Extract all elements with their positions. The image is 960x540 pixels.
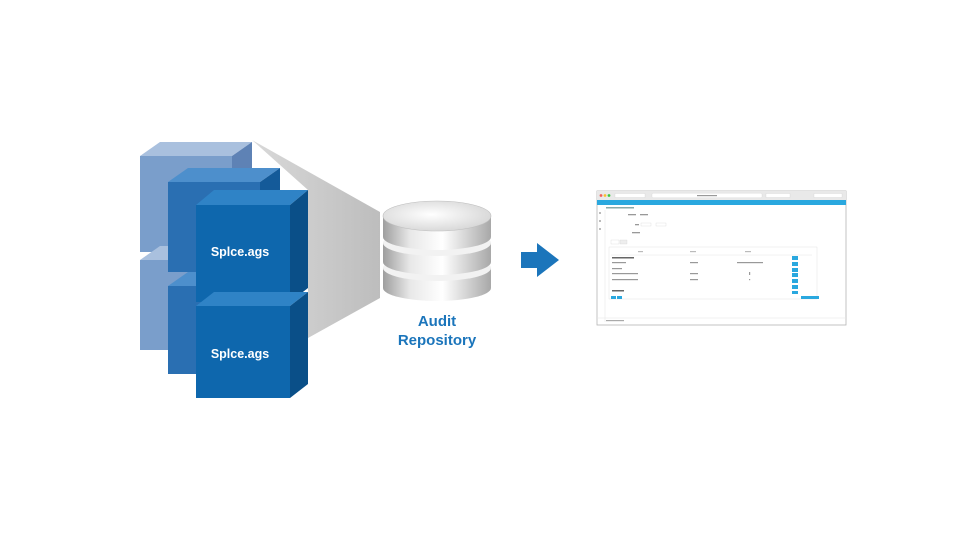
front-cube-top: Splce.ags: [196, 190, 308, 302]
projection-beam: [252, 140, 380, 338]
browser-screenshot: [596, 190, 847, 326]
front-cube-bottom: Splce.ags: [196, 292, 308, 398]
cube-top-label: Splce.ags: [211, 245, 269, 259]
database-icon: [382, 200, 492, 301]
cube-bottom-label: Splce.ags: [211, 347, 269, 361]
arrow-right-icon: [521, 243, 559, 277]
repository-label-line1: Audit: [418, 313, 456, 330]
repository-label-line2: Repository: [398, 332, 477, 349]
